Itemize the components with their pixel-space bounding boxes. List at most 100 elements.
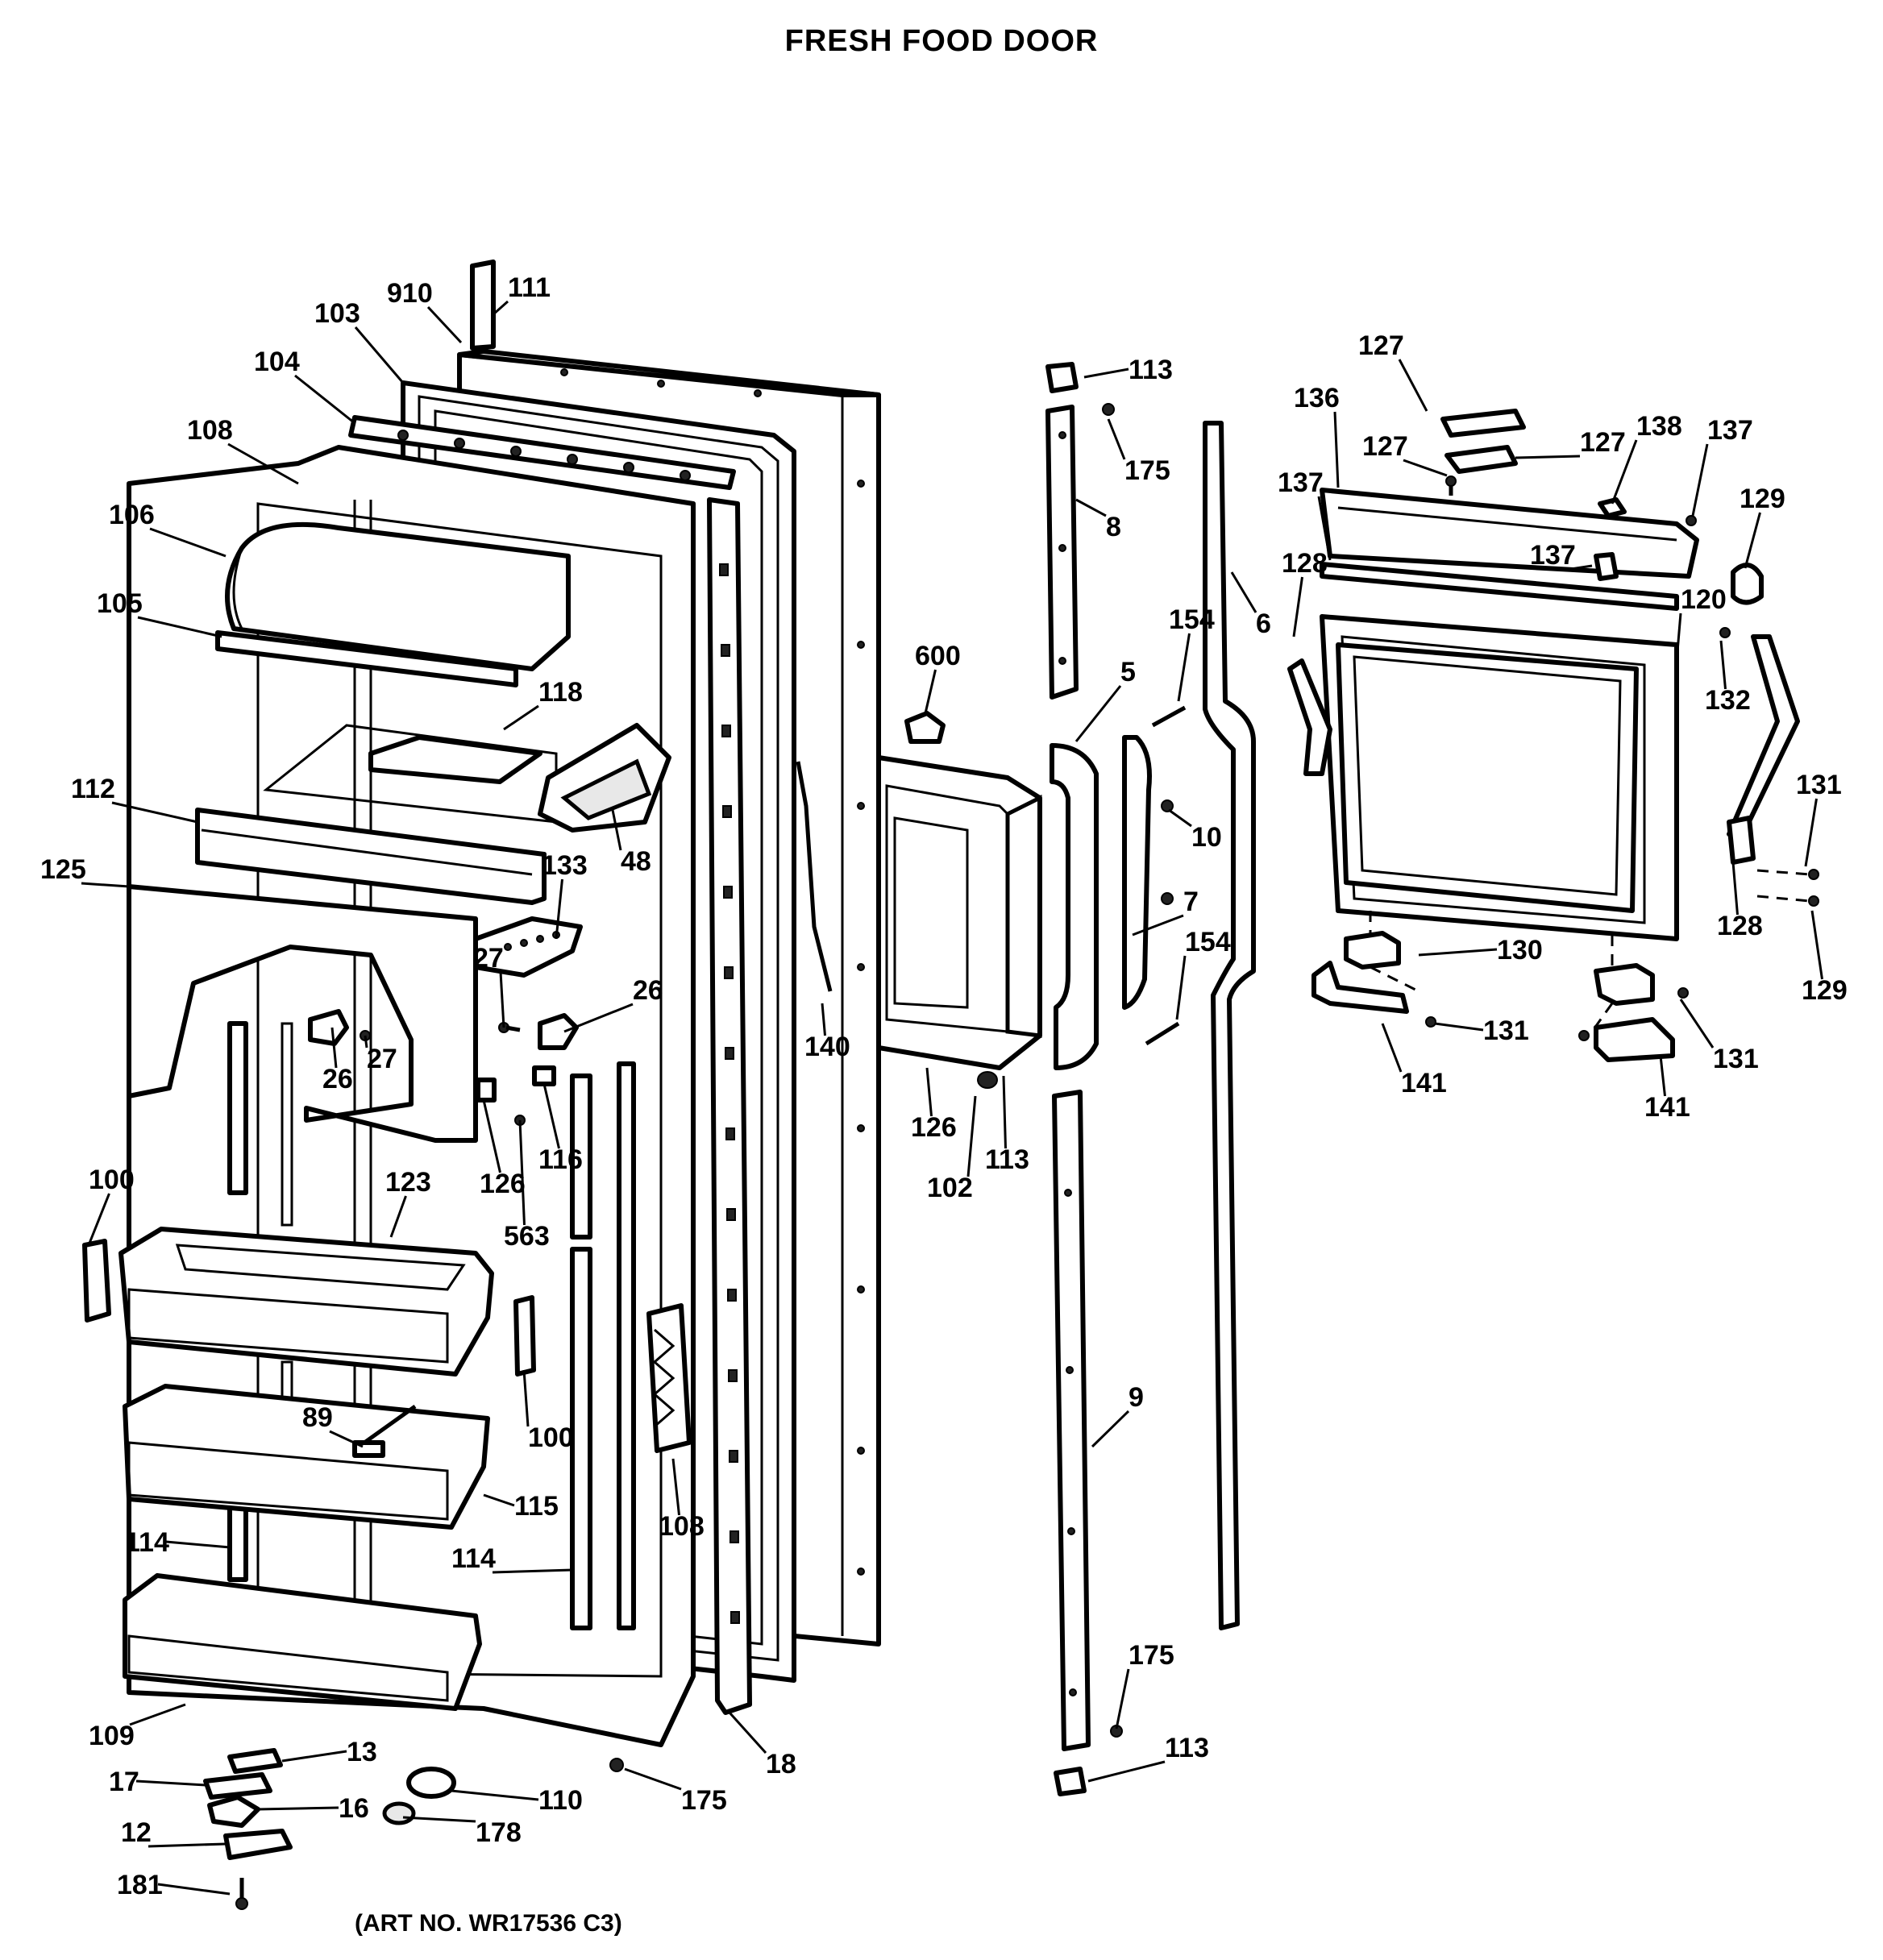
callout-label: 127 xyxy=(1358,330,1404,361)
leader-line xyxy=(1434,1022,1484,1032)
leader-line xyxy=(624,1767,682,1791)
callout-136: 136 xyxy=(1294,383,1340,488)
callout-116: 116 xyxy=(538,1083,583,1175)
callout-label: 7 xyxy=(1183,887,1199,917)
clip-116 xyxy=(532,1065,556,1086)
callout-label: 114 xyxy=(451,1543,496,1574)
callout-label: 12 xyxy=(121,1817,152,1848)
leader-line xyxy=(1317,496,1332,561)
leader-line xyxy=(149,527,227,558)
callout-126: 126 xyxy=(480,1099,526,1199)
cap-129 xyxy=(1731,563,1764,605)
callout-129: 129 xyxy=(1740,484,1785,569)
leader-line xyxy=(1679,999,1715,1049)
callout-118: 118 xyxy=(503,677,583,731)
leader-line xyxy=(1292,576,1303,637)
callout-label: 129 xyxy=(1802,975,1848,1006)
callout-130: 130 xyxy=(1418,935,1543,965)
callout-label: 110 xyxy=(538,1785,583,1816)
door-bin-109 xyxy=(123,1573,482,1711)
callout-label: 136 xyxy=(1294,383,1340,413)
callout-123: 123 xyxy=(385,1167,431,1238)
callout-104: 104 xyxy=(254,347,355,425)
leader-line xyxy=(1804,798,1818,867)
leader-line xyxy=(1115,1668,1130,1730)
leader-line xyxy=(87,1193,110,1246)
callout-8: 8 xyxy=(1075,498,1121,542)
art-number: (ART NO. WR17536 C3) xyxy=(355,1910,622,1937)
callout-140: 140 xyxy=(804,1003,850,1062)
callout-label: 123 xyxy=(385,1167,431,1198)
callout-label: 100 xyxy=(528,1422,574,1453)
callout-10: 10 xyxy=(1168,808,1222,853)
callout-106: 106 xyxy=(109,500,227,558)
leader-line xyxy=(1691,443,1709,517)
callout-154: 154 xyxy=(1169,604,1215,702)
callout-128: 128 xyxy=(1282,548,1328,637)
callout-110: 110 xyxy=(451,1785,583,1816)
callout-label: 120 xyxy=(1681,584,1727,615)
callout-label: 104 xyxy=(254,347,300,377)
leader-line xyxy=(81,882,130,888)
clip-126 xyxy=(476,1078,497,1102)
cover-125 xyxy=(127,884,478,1143)
leader-line xyxy=(135,1779,206,1787)
callout-label: 141 xyxy=(1401,1068,1447,1098)
leader-line xyxy=(1418,948,1498,957)
hinge-bushing-16 xyxy=(207,1795,260,1828)
gasket-top-strip xyxy=(348,415,736,490)
callout-label: 5 xyxy=(1120,657,1136,687)
screw-127 xyxy=(1445,475,1457,496)
screw-154-top xyxy=(1151,705,1187,728)
callout-label: 108 xyxy=(187,415,233,446)
callout-label: 175 xyxy=(681,1785,727,1816)
leader-line xyxy=(924,669,937,714)
callout-16: 16 xyxy=(257,1793,369,1824)
leader-line xyxy=(1087,1760,1166,1783)
door-bin-123 xyxy=(118,1227,494,1377)
vertical-rail-right xyxy=(570,1061,636,1630)
callout-label: 9 xyxy=(1129,1382,1144,1413)
leader-line xyxy=(1570,564,1593,571)
leader-line xyxy=(1744,512,1761,569)
callout-125: 125 xyxy=(40,854,130,888)
vertical-breaker-strip-18 xyxy=(707,497,752,1715)
leader-line xyxy=(354,326,405,384)
callout-label: 108 xyxy=(659,1511,705,1542)
callout-label: 13 xyxy=(347,1737,377,1767)
handle-bracket-8 xyxy=(1045,405,1079,700)
screw-181 xyxy=(235,1878,248,1910)
leader-line xyxy=(257,1806,339,1811)
callout-label: 175 xyxy=(1129,1640,1174,1671)
callout-label: 137 xyxy=(1278,467,1324,498)
callout-label: 181 xyxy=(117,1870,163,1900)
butter-tray-48 xyxy=(538,723,671,833)
handle-trim-7 xyxy=(1122,735,1152,1010)
callout-label: 118 xyxy=(538,677,583,708)
callout-113: 113 xyxy=(1087,1733,1209,1783)
callout-label: 8 xyxy=(1106,512,1121,542)
callout-label: 137 xyxy=(1707,415,1753,446)
callout-label: 126 xyxy=(911,1112,957,1143)
callout-137: 137 xyxy=(1278,467,1332,561)
callout-label: 154 xyxy=(1185,927,1231,957)
callout-137: 137 xyxy=(1530,540,1593,571)
hinge-washer-17 xyxy=(203,1772,272,1800)
leader-line xyxy=(1083,368,1129,379)
leader-line xyxy=(389,1195,407,1238)
callout-27: 27 xyxy=(473,943,505,1028)
leader-line xyxy=(518,1119,526,1226)
leader-line xyxy=(1107,418,1126,460)
handle-bar-6 xyxy=(1203,421,1256,1630)
leader-line xyxy=(1333,411,1340,488)
callout-label: 112 xyxy=(71,774,115,804)
leader-line xyxy=(1175,955,1187,1020)
leader-line xyxy=(1002,1075,1007,1149)
leader-line xyxy=(1515,455,1581,459)
callout-label: 133 xyxy=(542,850,588,881)
callout-175: 175 xyxy=(1115,1640,1174,1730)
callout-89: 89 xyxy=(302,1402,364,1448)
leader-line xyxy=(1675,612,1682,662)
